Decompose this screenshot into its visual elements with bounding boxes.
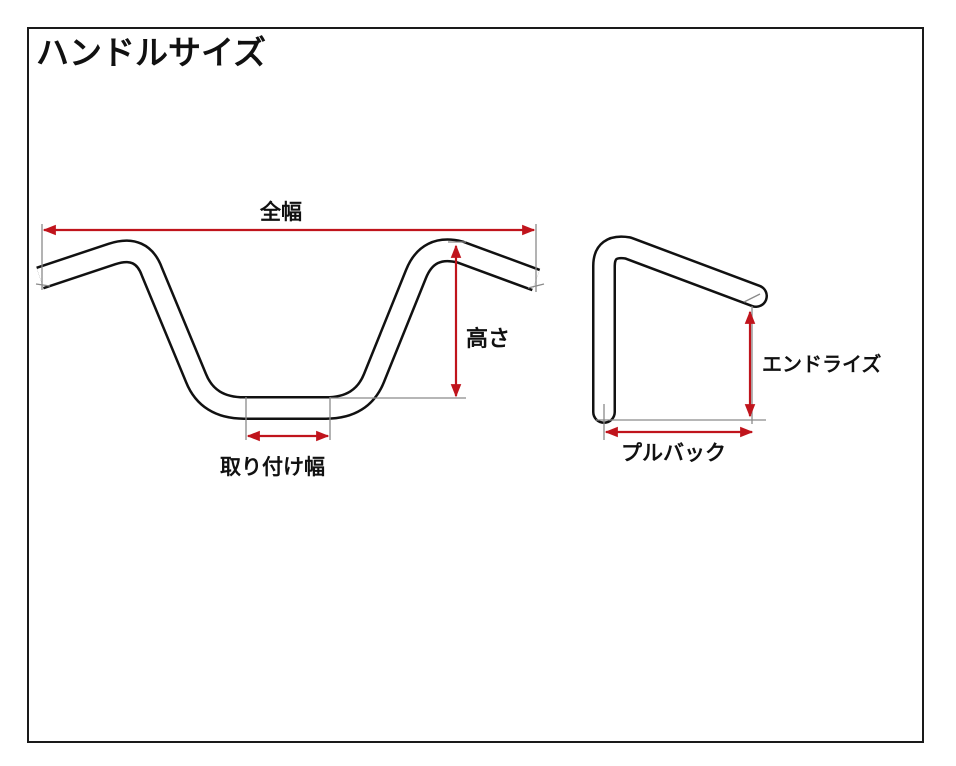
pullback-label: プルバック [621,441,726,465]
handlebar-front-view [36,238,541,420]
handlebar-side-view [592,235,768,424]
guide-lines [35,224,545,440]
diagram-frame [27,27,924,743]
end-rise-label: エンドライズ [762,352,882,376]
mount-width-label: 取り付け幅 [220,455,325,479]
overall-width-label: 全幅 [260,200,302,224]
page-title: ハンドルサイズ [36,33,267,72]
side-guide-lines [596,293,766,440]
height-label: 高さ [466,327,511,352]
